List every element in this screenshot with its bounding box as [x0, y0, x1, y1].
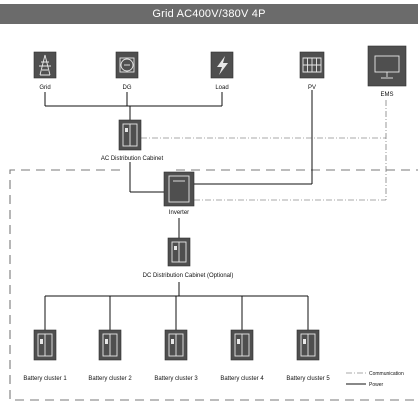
- load-node: Load: [210, 51, 234, 91]
- solar-panel-icon: [299, 51, 325, 79]
- system-boundary: [9, 169, 418, 401]
- ac-cabinet-label: AC Distribution Cabinet: [101, 156, 164, 162]
- battery-cluster-1: Battery cluster 1: [23, 329, 67, 382]
- grid-label: Grid: [39, 85, 50, 91]
- battery-cluster-5: Battery cluster 5: [286, 329, 330, 382]
- battery-cluster-label: Battery cluster 5: [286, 376, 330, 382]
- inverter-icon: [163, 171, 195, 207]
- diagram-title: Grid AC400V/380V 4P: [152, 8, 266, 20]
- load-label: Load: [215, 85, 228, 91]
- dg-label: DG: [123, 85, 132, 91]
- battery-cabinet-icon: [98, 329, 122, 361]
- battery-cluster-4: Battery cluster 4: [220, 329, 264, 382]
- transmission-tower-icon: [33, 51, 57, 79]
- cabinet-icon: [118, 119, 142, 151]
- ems-label: EMS: [380, 92, 393, 98]
- pv-label: PV: [308, 85, 316, 91]
- cabinet-icon: [167, 237, 191, 267]
- battery-cluster-label: Battery cluster 4: [220, 376, 264, 382]
- battery-cluster-label: Battery cluster 2: [88, 376, 132, 382]
- pv-node: PV: [299, 51, 325, 91]
- battery-cluster-label: Battery cluster 1: [23, 376, 67, 382]
- battery-cluster-2: Battery cluster 2: [88, 329, 132, 382]
- legend-power-label: Power: [369, 382, 384, 388]
- dc-cabinet-label: DC Distribution Cabinet (Optional): [143, 273, 234, 279]
- diagram-title-banner: Grid AC400V/380V 4P: [0, 4, 418, 24]
- legend: Communication Power: [346, 371, 404, 388]
- lightning-bolt-icon: [210, 51, 234, 79]
- battery-cluster-3: Battery cluster 3: [154, 329, 198, 382]
- battery-cluster-label: Battery cluster 3: [154, 376, 198, 382]
- legend-communication-label: Communication: [369, 371, 404, 377]
- computer-monitor-icon: [367, 45, 407, 87]
- generator-icon: [115, 51, 139, 79]
- inverter-label: Inverter: [169, 210, 189, 216]
- power-lines: [44, 90, 313, 330]
- communication-lines: [141, 100, 387, 201]
- dg-node: DG: [115, 51, 139, 91]
- battery-cabinet-icon: [296, 329, 320, 361]
- battery-cabinet-icon: [33, 329, 57, 361]
- grid-node: Grid: [33, 51, 57, 91]
- battery-cabinet-icon: [230, 329, 254, 361]
- battery-cabinet-icon: [164, 329, 188, 361]
- inverter-node: Inverter: [163, 171, 195, 216]
- ems-node: EMS: [367, 45, 407, 98]
- ac-cabinet-node: AC Distribution Cabinet: [101, 119, 164, 162]
- dc-cabinet-node: DC Distribution Cabinet (Optional): [143, 237, 234, 279]
